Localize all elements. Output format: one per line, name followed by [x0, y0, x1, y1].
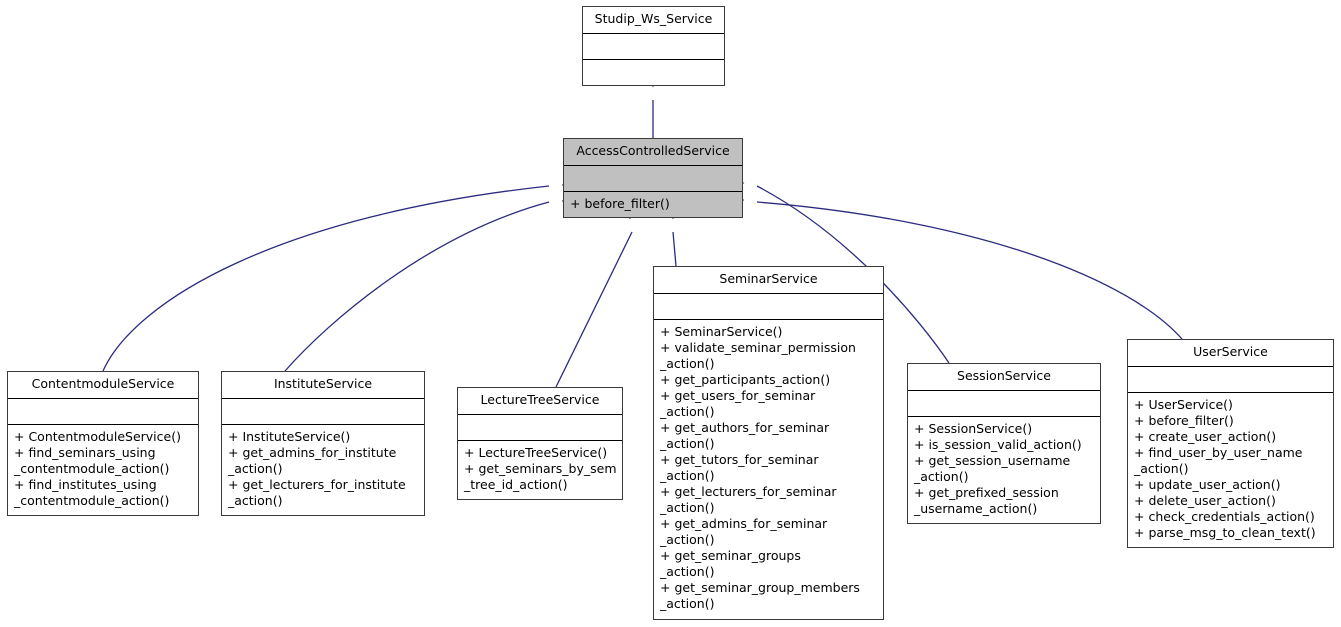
uml-operation: + get_lecturers_for_institute _action() [228, 477, 406, 508]
uml-operation: + create_user_action() [1134, 429, 1277, 444]
uml-operation: + get_seminar_groups _action() [660, 548, 801, 579]
uml-operation: + get_lecturers_for_seminar _action() [660, 484, 837, 515]
uml-operation: + SeminarService() [660, 324, 783, 339]
uml-operations-access_controlled_service: + before_filter() [564, 192, 742, 216]
uml-operation: + is_session_valid_action() [914, 437, 1082, 452]
uml-operations-seminar_service: + SeminarService()+ validate_seminar_per… [654, 320, 883, 616]
uml-operations-user_service: + UserService()+ before_filter()+ create… [1128, 393, 1333, 545]
uml-attributes-access_controlled_service [564, 166, 742, 192]
uml-class-name-studip_ws_service: Studip_Ws_Service [583, 7, 724, 34]
uml-operation: + before_filter() [1134, 413, 1234, 428]
uml-attributes-seminar_service [654, 294, 883, 320]
uml-class-name-lecture_tree_service: LectureTreeService [458, 388, 622, 415]
generalization-line [102, 185, 550, 372]
uml-operation: + get_session_username _action() [914, 453, 1071, 484]
uml-class-session_service[interactable]: SessionService + SessionService()+ is_ses… [907, 363, 1101, 524]
uml-operation: + InstituteService() [228, 429, 351, 444]
uml-attributes-user_service [1128, 367, 1333, 393]
uml-operations-lecture_tree_service: + LectureTreeService()+ get_seminars_by_… [458, 441, 622, 497]
uml-operation: + ContentmoduleService() [14, 429, 181, 444]
edge-lecturetree-to-accesscontrolled [555, 202, 643, 388]
uml-operation: + get_users_for_seminar _action() [660, 388, 816, 419]
uml-class-contentmodule_service[interactable]: ContentmoduleService + ContentmoduleServi… [7, 371, 199, 516]
uml-attributes-studip_ws_service [583, 34, 724, 60]
uml-operation: + before_filter() [570, 196, 670, 211]
edge-contentmodule-to-accesscontrolled [102, 176, 577, 372]
uml-operation: + parse_msg_to_clean_text() [1134, 525, 1316, 540]
uml-operation: + UserService() [1134, 397, 1233, 412]
uml-operations-studip_ws_service [583, 60, 724, 68]
uml-class-user_service[interactable]: UserService + UserService()+ before_filte… [1127, 339, 1334, 548]
uml-class-studip_ws_service[interactable]: Studip_Ws_Service [582, 6, 725, 86]
generalization-line [284, 201, 550, 372]
uml-class-institute_service[interactable]: InstituteService+ InstituteService()+ ge… [221, 371, 425, 516]
uml-attributes-institute_service [222, 399, 424, 425]
uml-operation: + get_authors_for_seminar _action() [660, 420, 830, 451]
uml-operation: + get_seminar_group_members _action() [660, 580, 860, 611]
uml-operations-contentmodule_service: + ContentmoduleService()+ find_seminars_… [8, 425, 198, 513]
uml-operation: + get_seminars_by_sem _tree_id_action() [464, 461, 617, 492]
uml-attributes-session_service [908, 391, 1100, 417]
uml-class-name-seminar_service: SeminarService [654, 267, 883, 294]
uml-class-name-access_controlled_service: AccessControlledService [564, 139, 742, 166]
uml-attributes-contentmodule_service [8, 399, 198, 425]
uml-class-name-contentmodule_service: ContentmoduleService [8, 372, 198, 399]
uml-operation: + find_institutes_using _contentmodule_a… [14, 477, 170, 508]
generalization-line [672, 231, 677, 267]
uml-class-seminar_service[interactable]: SeminarService + SeminarService()+ valida… [653, 266, 884, 620]
uml-attributes-lecture_tree_service [458, 415, 622, 441]
uml-operation: + update_user_action() [1134, 477, 1281, 492]
uml-operation: + validate_seminar_permission _action() [660, 340, 856, 371]
uml-operation: + LectureTreeService() [464, 445, 608, 460]
uml-operation: + get_participants_action() [660, 372, 831, 387]
uml-operation: + get_admins_for_institute _action() [228, 445, 397, 476]
uml-operation: + get_prefixed_session _username_action(… [914, 485, 1059, 516]
uml-operations-session_service: + SessionService()+ is_session_valid_act… [908, 417, 1100, 521]
uml-operation: + check_credentials_action() [1134, 509, 1315, 524]
uml-class-name-session_service: SessionService [908, 364, 1100, 391]
uml-operation: + find_seminars_using _contentmodule_act… [14, 445, 170, 476]
uml-class-name-user_service: UserService [1128, 340, 1333, 367]
uml-class-access_controlled_service[interactable]: AccessControlledService + before_filter() [563, 138, 743, 218]
uml-operation: + get_admins_for_seminar _action() [660, 516, 828, 547]
edge-institute-to-accesscontrolled [284, 192, 577, 372]
uml-operation: + delete_user_action() [1134, 493, 1276, 508]
uml-operation: + SessionService() [914, 421, 1033, 436]
uml-operation: + get_tutors_for_seminar _action() [660, 452, 819, 483]
uml-operations-institute_service: + InstituteService()+ get_admins_for_ins… [222, 425, 424, 513]
uml-class-lecture_tree_service[interactable]: LectureTreeService + LectureTreeService()… [457, 387, 623, 500]
uml-class-name-institute_service: InstituteService [222, 372, 424, 399]
generalization-line [555, 231, 633, 388]
uml-operation: + find_user_by_user_name _action() [1134, 445, 1303, 476]
